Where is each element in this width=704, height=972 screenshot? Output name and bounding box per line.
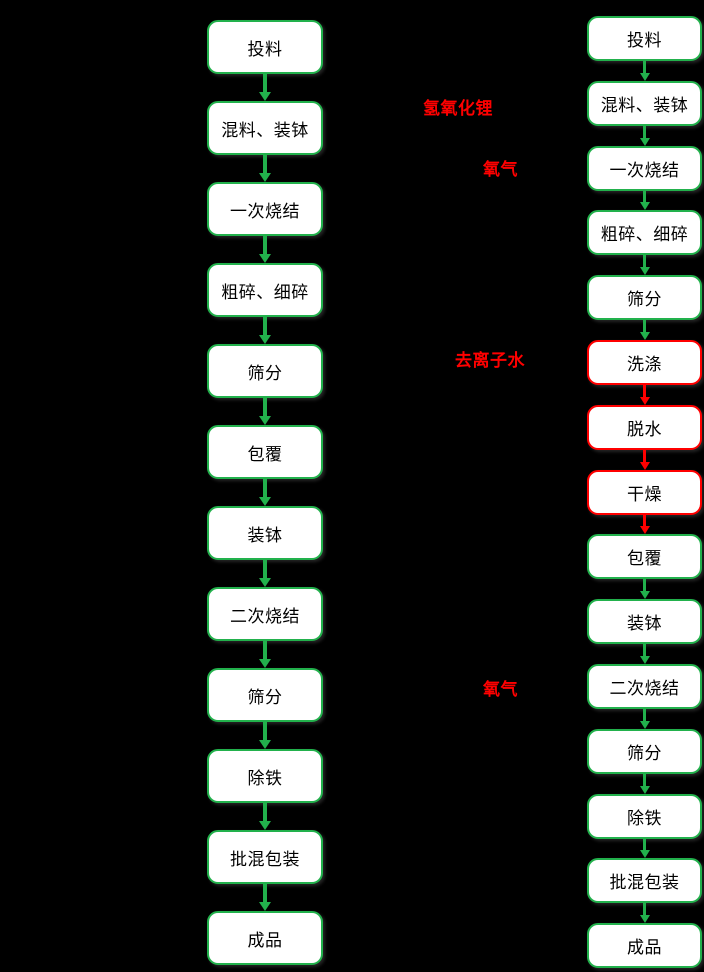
- right-flow-step-4: 粗碎、细碎: [587, 210, 702, 255]
- flow-arrow-down-icon: [259, 803, 271, 830]
- flow-arrow-down-icon: [259, 560, 271, 587]
- flow-step-label: 二次烧结: [230, 606, 300, 627]
- flow-arrow-down-icon: [259, 722, 271, 749]
- flow-arrow-down-icon: [639, 774, 650, 794]
- right-flow-step-12: 筛分: [587, 729, 702, 774]
- flow-arrow-down-icon: [639, 191, 650, 210]
- flow-step-label: 除铁: [627, 809, 662, 829]
- flow-arrow-down-icon: [259, 641, 271, 668]
- flow-step-label: 粗碎、细碎: [600, 225, 689, 245]
- right-flow-step-14: 批混包装: [587, 858, 702, 903]
- flow-arrow-down-icon: [639, 61, 650, 81]
- flow-step-label: 筛分: [247, 687, 283, 708]
- annotation-lithium-hydroxide: 氢氧化锂: [423, 99, 493, 119]
- flow-arrow-down-icon: [639, 644, 650, 664]
- right-flow-step-9: 包覆: [587, 534, 702, 579]
- right-flow-step-8: 干燥: [587, 470, 702, 515]
- flow-step-label: 包覆: [627, 549, 662, 569]
- flow-arrow-down-icon: [639, 320, 650, 340]
- annotation-oxygen-1: 氧气: [483, 160, 518, 180]
- left-flow-step-5: 筛分: [207, 344, 323, 398]
- flow-arrow-down-icon: [639, 839, 650, 858]
- flow-arrow-down-icon: [259, 155, 271, 182]
- flow-step-label: 混料、装钵: [600, 96, 689, 116]
- left-flow-step-3: 一次烧结: [207, 182, 323, 236]
- flow-step-label: 混料、装钵: [221, 120, 309, 141]
- left-flow-step-7: 装钵: [207, 506, 323, 560]
- flow-arrow-down-icon: [259, 236, 271, 263]
- flow-arrow-down-icon: [639, 579, 650, 599]
- flow-arrow-down-icon: [639, 450, 650, 470]
- flow-step-label: 一次烧结: [230, 201, 300, 222]
- flow-step-label: 成品: [627, 938, 662, 958]
- flow-step-label: 二次烧结: [609, 679, 680, 699]
- flow-arrow-down-icon: [639, 515, 650, 534]
- annotation-oxygen-2: 氧气: [483, 680, 518, 700]
- left-flow-step-8: 二次烧结: [207, 587, 323, 641]
- flow-arrow-down-icon: [639, 385, 650, 405]
- flow-step-label: 筛分: [627, 290, 662, 310]
- flow-step-label: 筛分: [627, 744, 662, 764]
- left-flow-step-2: 混料、装钵: [207, 101, 323, 155]
- left-flow-step-1: 投料: [207, 20, 323, 74]
- left-flow-step-10: 除铁: [207, 749, 323, 803]
- annotation-deionized-water: 去离子水: [455, 351, 525, 371]
- right-flow-step-6: 洗涤: [587, 340, 702, 385]
- right-flow-step-5: 筛分: [587, 275, 702, 320]
- flow-step-label: 洗涤: [627, 355, 662, 375]
- flow-arrow-down-icon: [639, 903, 650, 923]
- flow-step-label: 成品: [247, 930, 283, 951]
- flow-arrow-down-icon: [639, 709, 650, 729]
- flow-arrow-down-icon: [259, 479, 271, 506]
- left-flow-step-4: 粗碎、细碎: [207, 263, 323, 317]
- flow-arrow-down-icon: [259, 398, 271, 425]
- flow-step-label: 脱水: [627, 420, 662, 440]
- flow-arrow-down-icon: [259, 884, 271, 911]
- flow-arrow-down-icon: [259, 74, 271, 101]
- right-flow-step-15: 成品: [587, 923, 702, 968]
- flow-step-label: 投料: [627, 31, 662, 51]
- right-flow-step-1: 投料: [587, 16, 702, 61]
- right-flow-step-13: 除铁: [587, 794, 702, 839]
- flow-step-label: 包覆: [247, 444, 283, 465]
- flow-step-label: 一次烧结: [609, 161, 680, 181]
- left-flow-step-12: 成品: [207, 911, 323, 965]
- left-flow-step-11: 批混包装: [207, 830, 323, 884]
- right-flow-step-11: 二次烧结: [587, 664, 702, 709]
- flow-step-label: 干燥: [627, 485, 662, 505]
- right-flow-step-10: 装钵: [587, 599, 702, 644]
- flow-step-label: 批混包装: [230, 849, 300, 870]
- flow-arrow-down-icon: [259, 317, 271, 344]
- flow-step-label: 粗碎、细碎: [221, 282, 309, 303]
- left-flow-step-6: 包覆: [207, 425, 323, 479]
- right-flow-step-3: 一次烧结: [587, 146, 702, 191]
- flow-step-label: 批混包装: [609, 873, 680, 893]
- left-flow-step-9: 筛分: [207, 668, 323, 722]
- right-flow-step-7: 脱水: [587, 405, 702, 450]
- flow-arrow-down-icon: [639, 126, 650, 146]
- flow-step-label: 装钵: [247, 525, 283, 546]
- flow-step-label: 除铁: [247, 768, 283, 789]
- flow-step-label: 投料: [247, 39, 283, 60]
- flow-arrow-down-icon: [639, 255, 650, 275]
- right-flow-step-2: 混料、装钵: [587, 81, 702, 126]
- flow-step-label: 装钵: [627, 614, 662, 634]
- flow-step-label: 筛分: [247, 363, 283, 384]
